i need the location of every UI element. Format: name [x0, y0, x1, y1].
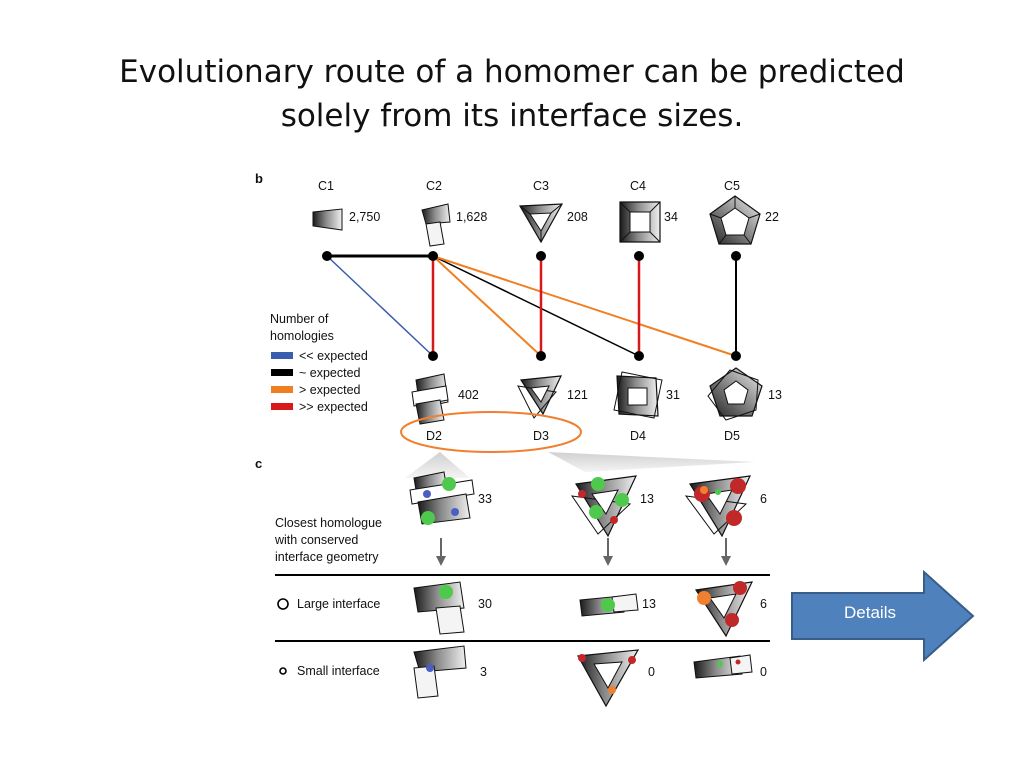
legend-label-more: > expected: [299, 383, 361, 397]
c3-structure-icon: [518, 203, 564, 244]
slide-title: Evolutionary route of a homomer can be p…: [60, 50, 964, 138]
down-arrow-2: [603, 538, 613, 566]
c1-structure-icon: [312, 208, 343, 231]
details-button[interactable]: [790, 570, 976, 662]
legend: Number of homologies << expected ~ expec…: [270, 312, 368, 414]
closest-homologue-line-2: with conserved: [274, 533, 358, 547]
slide-title-line-1: Evolutionary route of a homomer can be p…: [119, 54, 905, 90]
large-interface-marker-icon: [277, 598, 289, 610]
c-top-count-2: 13: [640, 492, 654, 506]
cyclic-label-c4: C4: [630, 179, 646, 193]
d3-structure-icon: [517, 375, 562, 419]
c-top-d3-icon: [570, 475, 638, 538]
small-interface-label: Small interface: [297, 664, 380, 678]
closest-homologue-line-1: Closest homologue: [275, 516, 382, 530]
cyclic-count-c3: 208: [567, 210, 588, 224]
dihedral-count-d2: 402: [458, 388, 479, 402]
c2-structure-icon: [421, 203, 451, 247]
dihedral-count-d5: 13: [768, 388, 782, 402]
legend-swatch-much-less: [271, 352, 293, 359]
down-arrow-3: [721, 538, 731, 566]
node-c5: [731, 251, 741, 261]
large-interface-label: Large interface: [297, 597, 380, 611]
d4-structure-icon: [613, 371, 663, 419]
legend-label-approx: ~ expected: [299, 366, 361, 380]
zoom-fan-d2: [405, 452, 470, 478]
details-arrow-icon[interactable]: [791, 570, 975, 662]
edge-c2-d4: [432, 255, 640, 357]
c-large-count-2: 13: [642, 597, 656, 611]
node-c1: [322, 251, 332, 261]
c-small-d3b-icon: [693, 654, 753, 679]
dihedral-label-d4: D4: [630, 429, 646, 443]
legend-swatch-approx: [271, 369, 293, 376]
node-d2: [428, 351, 438, 361]
highlight-ellipse: [400, 411, 582, 453]
small-interface-marker-icon: [279, 667, 287, 675]
c-small-d2-icon: [413, 645, 467, 699]
closest-homologue-line-3: interface geometry: [275, 550, 379, 564]
panel-b-label: b: [255, 171, 263, 186]
legend-label-much-more: >> expected: [299, 400, 368, 414]
dihedral-label-d3: D3: [533, 429, 549, 443]
c4-structure-icon: [619, 201, 661, 243]
c-large-d3-icon: [579, 593, 639, 617]
node-c4: [634, 251, 644, 261]
c-large-d3b-icon: [694, 581, 754, 638]
c5-structure-icon: [709, 195, 761, 245]
cyclic-count-c4: 34: [664, 210, 678, 224]
node-d5: [731, 351, 741, 361]
c-small-d3-icon: [577, 649, 640, 708]
cyclic-label-c3: C3: [533, 179, 549, 193]
edge-c2-d5: [432, 255, 737, 357]
node-d4: [634, 351, 644, 361]
cyclic-count-c2: 1,628: [456, 210, 487, 224]
c-top-d3b-icon: [684, 475, 752, 538]
c-large-d2-icon: [413, 581, 465, 635]
cyclic-count-c5: 22: [765, 210, 779, 224]
c-small-count-2: 0: [648, 665, 655, 679]
c-small-count-1: 3: [480, 665, 487, 679]
edge-c2-d3: [432, 255, 542, 357]
d2-structure-icon: [411, 373, 449, 425]
cyclic-count-c1: 2,750: [349, 210, 380, 224]
c-large-count-1: 30: [478, 597, 492, 611]
slide-title-line-2: solely from its interface sizes.: [280, 98, 744, 134]
c-top-count-1: 33: [478, 492, 492, 506]
node-d3: [536, 351, 546, 361]
zoom-fan-d3: [548, 452, 755, 472]
legend-title-line-2: homologies: [270, 329, 334, 343]
cyclic-label-c2: C2: [426, 179, 442, 193]
d5-structure-icon: [707, 367, 763, 421]
panel-c-label: c: [255, 456, 262, 471]
legend-title-line-1: Number of: [270, 312, 329, 326]
node-c2: [428, 251, 438, 261]
legend-label-much-less: << expected: [299, 349, 368, 363]
legend-swatch-more: [271, 386, 293, 393]
cyclic-label-c1: C1: [318, 179, 334, 193]
dihedral-label-d5: D5: [724, 429, 740, 443]
c-small-count-3: 0: [760, 665, 767, 679]
dihedral-count-d3: 121: [567, 388, 588, 402]
dihedral-count-d4: 31: [666, 388, 680, 402]
node-c3: [536, 251, 546, 261]
down-arrow-1: [436, 538, 446, 566]
edge-c1-d2: [326, 255, 434, 357]
dihedral-label-d2: D2: [426, 429, 442, 443]
c-top-count-3: 6: [760, 492, 767, 506]
c-large-count-3: 6: [760, 597, 767, 611]
c-top-d2-icon: [409, 471, 475, 525]
cyclic-label-c5: C5: [724, 179, 740, 193]
legend-swatch-much-more: [271, 403, 293, 410]
